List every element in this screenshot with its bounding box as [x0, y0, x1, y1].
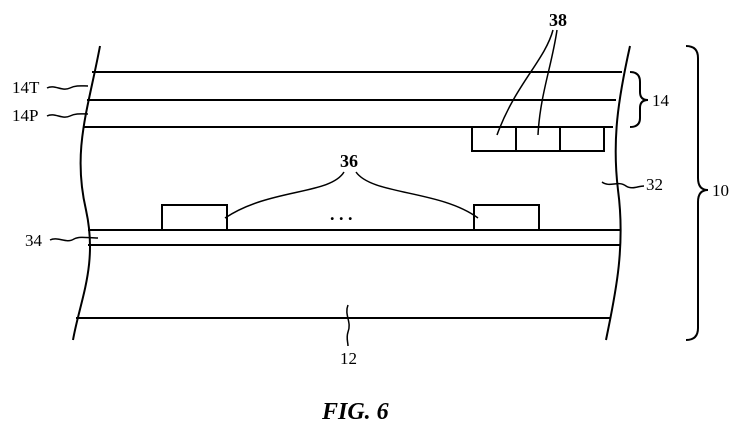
label-38: 38 — [549, 10, 567, 30]
leader-38-a — [496, 29, 554, 136]
bracket-10 — [685, 45, 709, 341]
right-break-edge — [605, 45, 631, 341]
ellipsis-between-36: . . . — [330, 204, 353, 224]
leader-34 — [49, 236, 99, 242]
label-32: 32 — [646, 175, 663, 194]
label-36: 36 — [340, 151, 358, 171]
label-34: 34 — [25, 231, 43, 250]
component-38-a — [471, 126, 517, 152]
label-12: 12 — [340, 349, 357, 368]
leader-14T — [46, 85, 89, 90]
component-38-c — [559, 126, 605, 152]
leader-36-right — [355, 171, 479, 219]
leader-36-left — [224, 171, 345, 219]
leader-38-b — [537, 29, 558, 136]
leader-32 — [601, 181, 645, 189]
component-36-left — [161, 204, 228, 231]
component-36-right — [473, 204, 540, 231]
label-14: 14 — [652, 91, 670, 110]
figure-caption: FIG. 6 — [321, 399, 389, 425]
left-break-edge — [72, 45, 101, 341]
leader-14P — [46, 113, 89, 118]
label-14P: 14P — [12, 106, 38, 125]
leader-12 — [346, 304, 350, 347]
label-14T: 14T — [12, 78, 40, 97]
bracket-14 — [629, 71, 649, 128]
label-10: 10 — [712, 181, 729, 200]
